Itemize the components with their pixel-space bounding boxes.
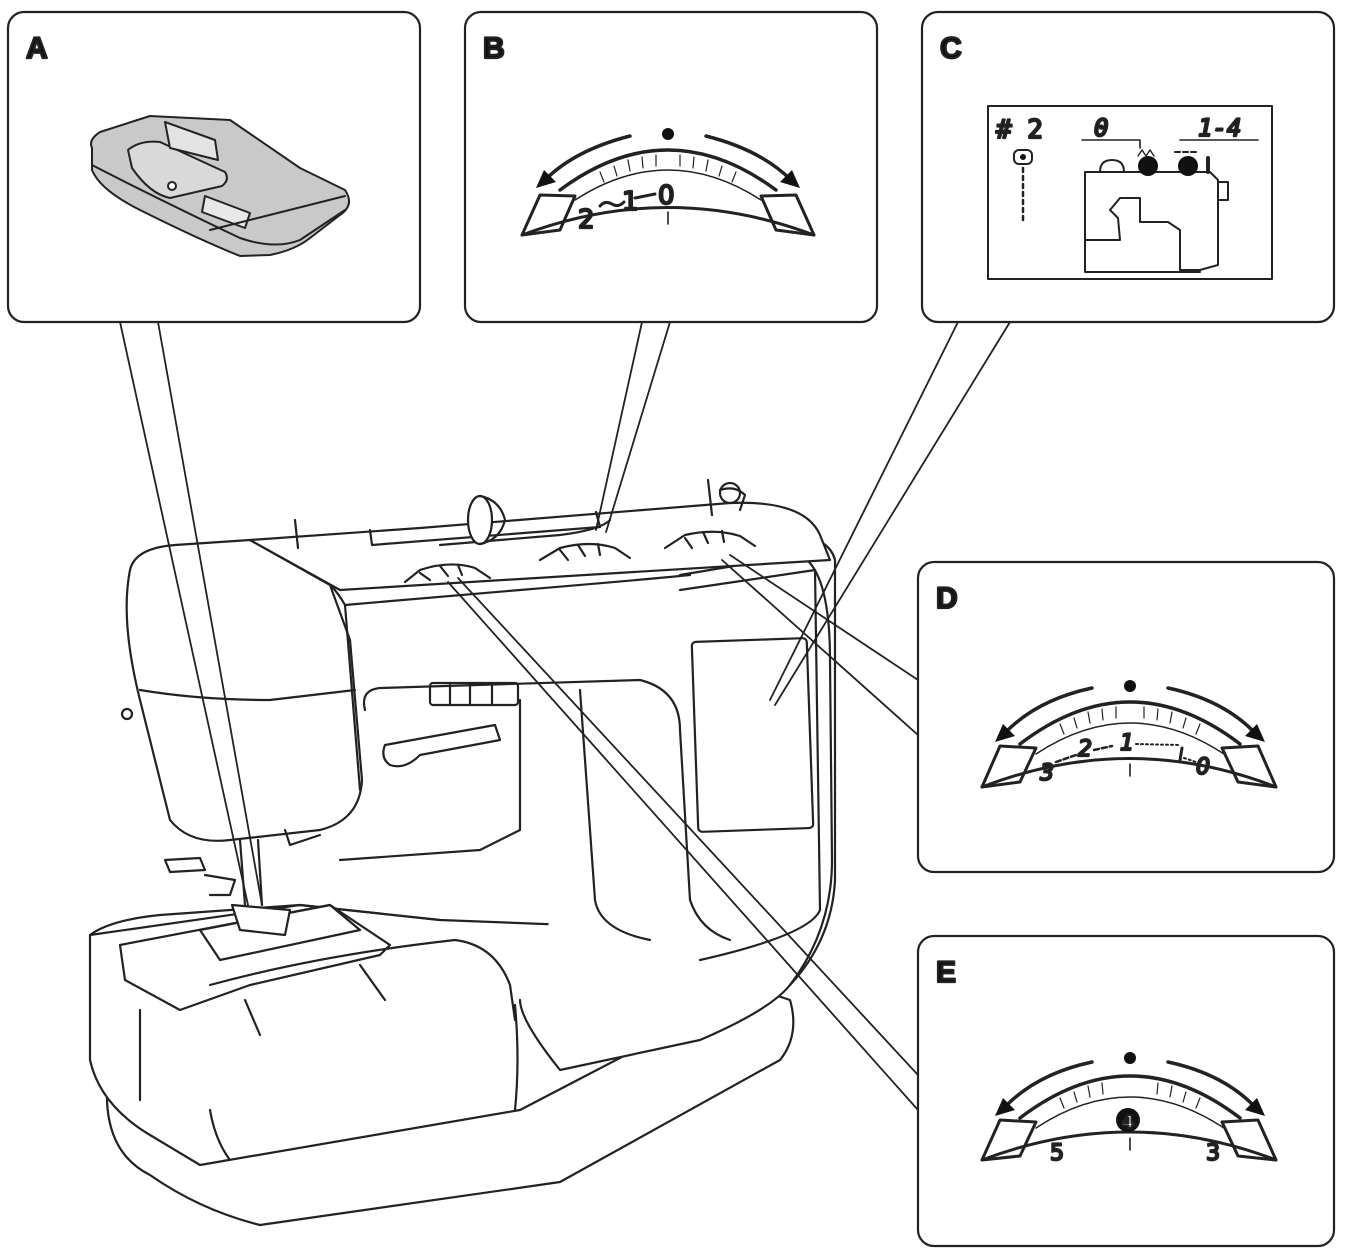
display-window (690, 637, 815, 833)
dial-mark: 2 (1078, 737, 1092, 762)
machine-base (105, 988, 795, 1227)
presser-foot-assembly (163, 838, 292, 937)
dial-mark: 3 (1206, 1141, 1220, 1166)
dial-mark: 1 (622, 187, 639, 217)
stitch-width-dial: 2 1 0 (520, 128, 816, 237)
panel-c-label: C (940, 32, 962, 65)
presser-foot-icon (90, 115, 350, 257)
leader-lines (119, 321, 1011, 1111)
machine-head (125, 538, 364, 842)
dial-arrow-left (1002, 1060, 1094, 1110)
dial-indicator-dot (662, 128, 674, 140)
panel-b-label: B (483, 32, 505, 65)
spool (466, 494, 494, 546)
sewing-machine (88, 478, 837, 1227)
dial-mark: 0 (1196, 755, 1210, 780)
panel-d-label: D (936, 582, 958, 615)
dial-mark: 0 (658, 181, 675, 211)
lcd-pattern-number: # 2 (996, 115, 1043, 145)
lcd-stitch-width: 0 (1094, 114, 1108, 142)
dial-arrow-right (1166, 686, 1258, 736)
top-dial-b (538, 542, 632, 562)
panel-c: C # 2 0 1-4 (920, 10, 1336, 324)
needle-plate (118, 903, 392, 1012)
dial-indicator-dot (1124, 680, 1136, 692)
stitch-length-dial: 3 2 1 0 (980, 680, 1278, 789)
panel-e: E 5 4 3 (916, 934, 1336, 1248)
dial-mark-selected: 4 (1122, 1112, 1135, 1133)
lcd-screen: # 2 0 1-4 (987, 105, 1273, 280)
dial-mark: 2 (578, 205, 595, 235)
panel-d: D 3 2 1 0 (916, 560, 1336, 874)
dial-indicator-dot (1124, 1052, 1136, 1064)
dial-arrow-left (543, 134, 632, 182)
panel-e-label: E (936, 956, 956, 989)
top-dial-d (663, 529, 757, 550)
thread-tension-dial: 5 4 3 (980, 1052, 1278, 1167)
dial-arrow-right (1166, 1060, 1258, 1110)
selected-tension-marker (1116, 1108, 1140, 1132)
leader-e (447, 577, 919, 1111)
leader-d (721, 554, 919, 736)
top-dial-e (403, 563, 492, 584)
dial-mark: 1 (1120, 731, 1134, 756)
dial-arrow-right (704, 134, 793, 182)
dial-mark: 5 (1050, 1141, 1064, 1166)
needle-position-icon (1013, 149, 1033, 165)
dial-arrow-left (1002, 686, 1094, 736)
panel-a: A (6, 10, 422, 324)
dial-mark: 3 (1040, 761, 1054, 786)
reverse-lever (382, 723, 502, 768)
panel-b: B 2 1 0 (463, 10, 879, 324)
leader-b (595, 321, 671, 533)
machine-outline-icon (1084, 156, 1229, 273)
leader-a (119, 321, 263, 906)
panel-a-label: A (26, 32, 48, 65)
lcd-stitch-length: 1-4 (1198, 114, 1241, 142)
